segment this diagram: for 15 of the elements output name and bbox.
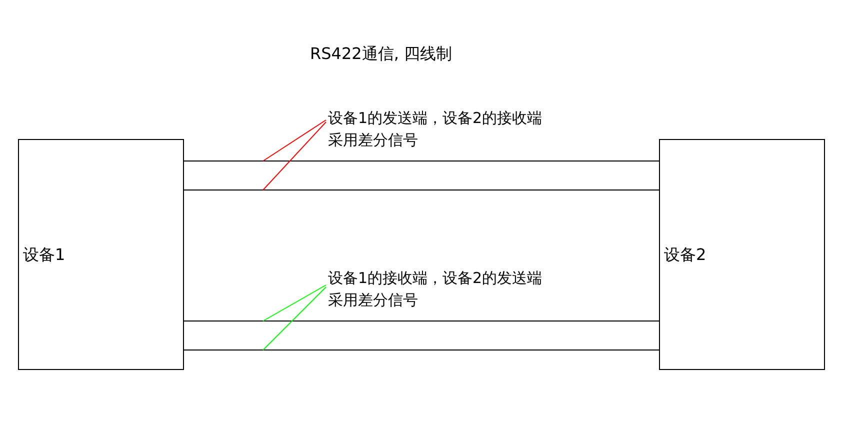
signal-wire: [184, 160, 660, 162]
annotation-line: 设备1的接收端，设备2的发送端: [328, 268, 542, 289]
leader-line: [262, 286, 326, 350]
signal-wire: [184, 320, 660, 322]
device-label: 设备2: [664, 244, 706, 266]
annotation-line: 设备1的发送端，设备2的接收端: [328, 108, 542, 129]
device-label: 设备1: [23, 244, 66, 266]
device-box: [18, 139, 184, 370]
annotation-line: 采用差分信号: [328, 290, 418, 311]
diagram-title: RS422通信, 四线制: [310, 43, 452, 65]
leader-line: [262, 120, 326, 162]
leader-line: [262, 284, 326, 322]
annotation-line: 采用差分信号: [328, 130, 418, 151]
device-box: [659, 139, 825, 370]
leader-line: [262, 122, 326, 190]
